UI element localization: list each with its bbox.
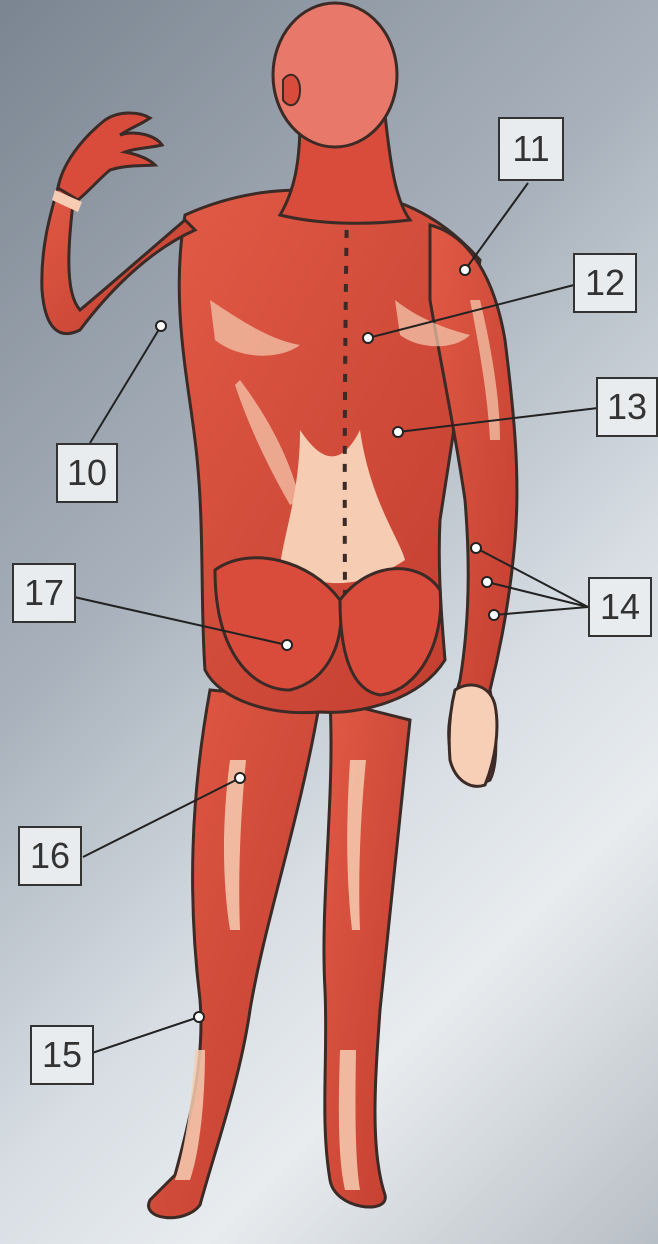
point-14c: [489, 610, 499, 620]
lowered-hand: [449, 685, 497, 786]
label-12: 12: [573, 253, 637, 313]
point-17: [282, 640, 292, 650]
point-13: [393, 427, 403, 437]
raised-hand: [58, 113, 162, 200]
label-17: 17: [12, 563, 76, 623]
point-16: [235, 773, 245, 783]
point-14b: [482, 577, 492, 587]
label-10: 10: [56, 443, 118, 503]
label-15: 15: [30, 1025, 94, 1085]
label-11: 11: [498, 117, 564, 181]
point-12: [363, 333, 373, 343]
ear: [283, 75, 300, 105]
point-15: [194, 1012, 204, 1022]
point-10: [156, 321, 166, 331]
point-14a: [471, 543, 481, 553]
label-13: 13: [596, 377, 658, 437]
point-11: [460, 265, 470, 275]
label-14: 14: [588, 577, 652, 637]
label-16: 16: [18, 826, 82, 886]
